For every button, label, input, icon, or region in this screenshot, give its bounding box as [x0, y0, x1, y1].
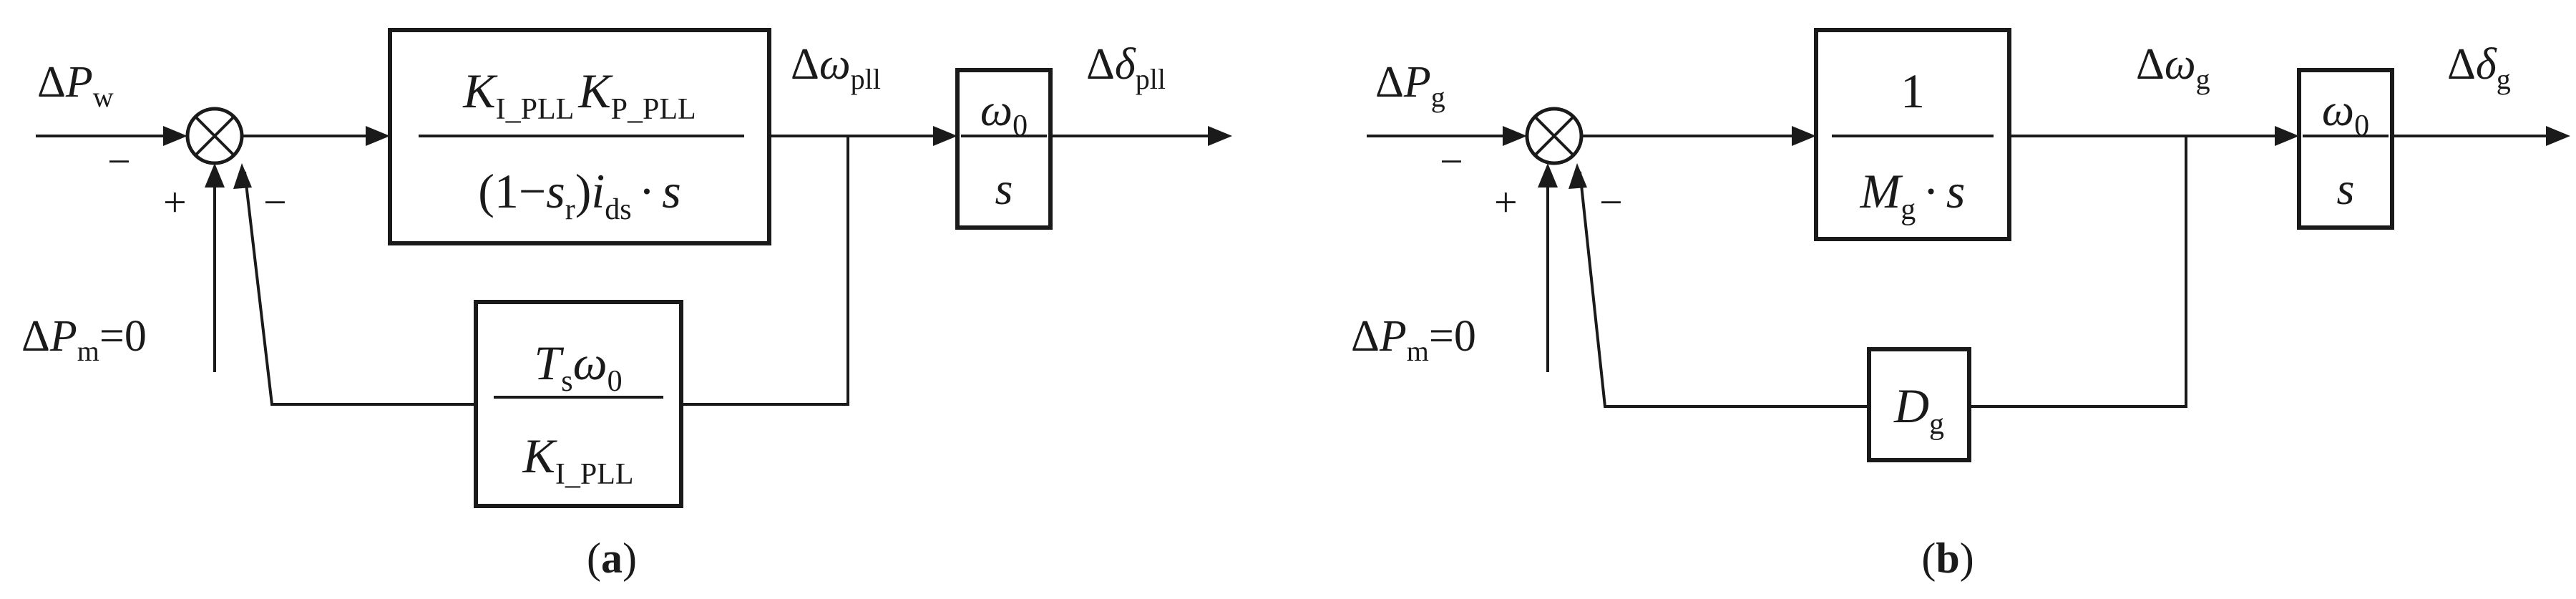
b-sign-plus-bottom: +: [1494, 179, 1518, 225]
b-feedback-line-left: [1579, 171, 1869, 408]
a-integrator-numerator: ω0: [980, 84, 1028, 142]
diagram-b: ΔPg − + − ΔPm=0 1 Mg·s Δωg: [1351, 28, 2570, 582]
b-caption: (b): [1921, 535, 1974, 582]
b-feedback-line-right: [1969, 136, 2187, 408]
a-forward-numerator: KI_PLLKP_PLL: [462, 64, 696, 126]
diagram-a: ΔPw − + − ΔPm=0 KI_PLLKP_PLL (1−sr)ids·s…: [21, 28, 1232, 582]
a-forward-arrowhead: [366, 126, 390, 146]
b-omega-label: Δωg: [2136, 40, 2210, 95]
a-integrator-arrowhead: [933, 126, 957, 146]
a-feedback-line-right: [681, 136, 849, 406]
a-summing-junction: [185, 107, 244, 165]
a-output-arrowhead: [1208, 126, 1232, 146]
a-sign-minus-feedback: −: [263, 179, 287, 225]
b-integrator-block: ω0 s: [2297, 68, 2394, 230]
b-forward-denominator: Mg·s: [1860, 164, 1966, 226]
a-forward-block: KI_PLLKP_PLL (1−sr)ids·s: [388, 28, 771, 245]
a-integrator-block: ω0 s: [955, 68, 1053, 230]
a-input-arrowhead: [163, 126, 187, 146]
b-input-arrowhead: [1503, 126, 1527, 146]
b-feedback-arrowhead: [1568, 163, 1587, 189]
b-mech-label: ΔPm=0: [1351, 312, 1476, 367]
b-integrator-numerator: ω0: [2322, 84, 2369, 142]
a-feedback-numerator: Tsω0: [534, 336, 622, 398]
a-caption: (a): [587, 535, 637, 582]
a-feedback-arrowhead: [233, 163, 252, 189]
a-sign-plus-bottom: +: [163, 179, 187, 225]
a-forward-denominator: (1−sr)ids·s: [478, 164, 681, 226]
a-feedback-denominator: KI_PLL: [522, 429, 633, 491]
b-integrator-denominator: s: [2337, 163, 2355, 214]
b-damping-block: Dg: [1867, 347, 1971, 462]
b-sign-minus-feedback: −: [1599, 179, 1623, 225]
b-forward-block: 1 Mg·s: [1814, 28, 2011, 241]
a-mech-label: ΔPm=0: [21, 312, 147, 367]
b-integrator-arrowhead: [2275, 126, 2299, 146]
a-feedback-line-left: [243, 171, 476, 406]
a-omega-label: Δωpll: [791, 40, 881, 95]
a-sign-minus-left: −: [107, 138, 131, 185]
b-output-label: Δδg: [2447, 40, 2511, 95]
b-forward-arrowhead: [1792, 126, 1816, 146]
b-damping-text: Dg: [1893, 379, 1944, 441]
b-mech-arrowhead: [1538, 163, 1558, 188]
a-mech-arrowhead: [205, 163, 225, 188]
b-summing-junction: [1525, 107, 1584, 165]
a-feedback-block: Tsω0 KI_PLL: [474, 300, 683, 508]
b-input-label: ΔPg: [1375, 58, 1445, 113]
b-sign-minus-left: −: [1440, 138, 1463, 185]
b-forward-numerator: 1: [1901, 64, 1925, 118]
a-output-label: Δδpll: [1086, 40, 1166, 95]
a-input-label: ΔPw: [37, 58, 114, 113]
a-integrator-denominator: s: [995, 163, 1013, 214]
b-output-arrowhead: [2546, 126, 2570, 146]
